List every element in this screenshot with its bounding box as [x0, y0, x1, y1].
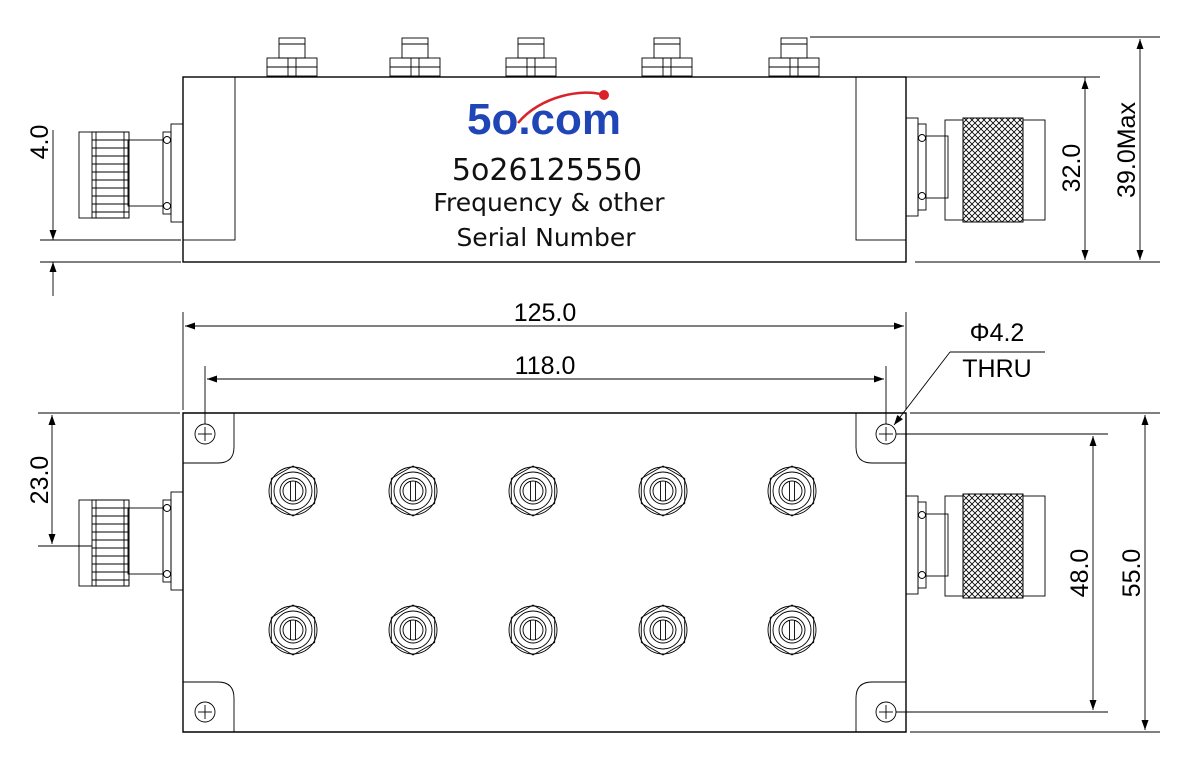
dim-hole-spacing-length: 118.0 — [204, 352, 887, 424]
logo: 5o.com — [467, 90, 621, 144]
logo-text: 5o.com — [467, 95, 621, 144]
svg-text:4.0: 4.0 — [26, 125, 54, 160]
svg-text:118.0: 118.0 — [515, 352, 576, 380]
dim-body-height: 32.0 — [858, 76, 1100, 263]
svg-text:32.0: 32.0 — [1058, 144, 1086, 193]
tuning-screw-caps — [266, 37, 820, 77]
svg-text:125.0: 125.0 — [514, 299, 577, 327]
logo-arc — [517, 91, 605, 124]
svg-text:55.0: 55.0 — [1118, 549, 1146, 598]
svg-text:39.0Max: 39.0Max — [1113, 102, 1141, 198]
left-connector-plan — [78, 491, 184, 591]
dim-hole-spacing-width: 48.0 — [896, 433, 1108, 713]
side-view: 5o.com 5o26125550 Frequency & other Seri… — [26, 36, 1160, 296]
dim-max-height: 39.0Max — [810, 36, 1160, 263]
mounting-hole-bl — [194, 701, 216, 723]
dim-left-offset-top: 4.0 — [26, 125, 181, 296]
left-connector-side — [78, 123, 184, 223]
filter-body-side — [182, 76, 907, 263]
plan-view: 125.0 118.0 Φ4.2 THRU 23.0 — [26, 299, 1160, 733]
dim-overall-width: 55.0 — [910, 412, 1160, 733]
part-number: 5o26125550 — [452, 153, 642, 188]
label-line-frequency: Frequency & other — [433, 188, 665, 217]
logo-dot — [599, 90, 609, 100]
mounting-hole-tl — [194, 423, 216, 445]
label-line-serial: Serial Number — [456, 223, 636, 252]
mounting-hole-tr — [875, 423, 897, 445]
svg-text:48.0: 48.0 — [1066, 549, 1094, 598]
svg-text:Φ4.2: Φ4.2 — [970, 319, 1025, 347]
filter-body-plan — [182, 412, 907, 733]
dim-overall-length: 125.0 — [182, 299, 907, 410]
right-connector-side — [905, 117, 1046, 223]
svg-text:23.0: 23.0 — [26, 456, 54, 505]
right-connector-plan — [905, 493, 1046, 599]
dim-left-offset-plan: 23.0 — [26, 412, 180, 547]
hole-callout: Φ4.2 THRU — [893, 319, 1045, 426]
mounting-hole-br — [875, 701, 897, 723]
svg-text:THRU: THRU — [962, 355, 1031, 383]
